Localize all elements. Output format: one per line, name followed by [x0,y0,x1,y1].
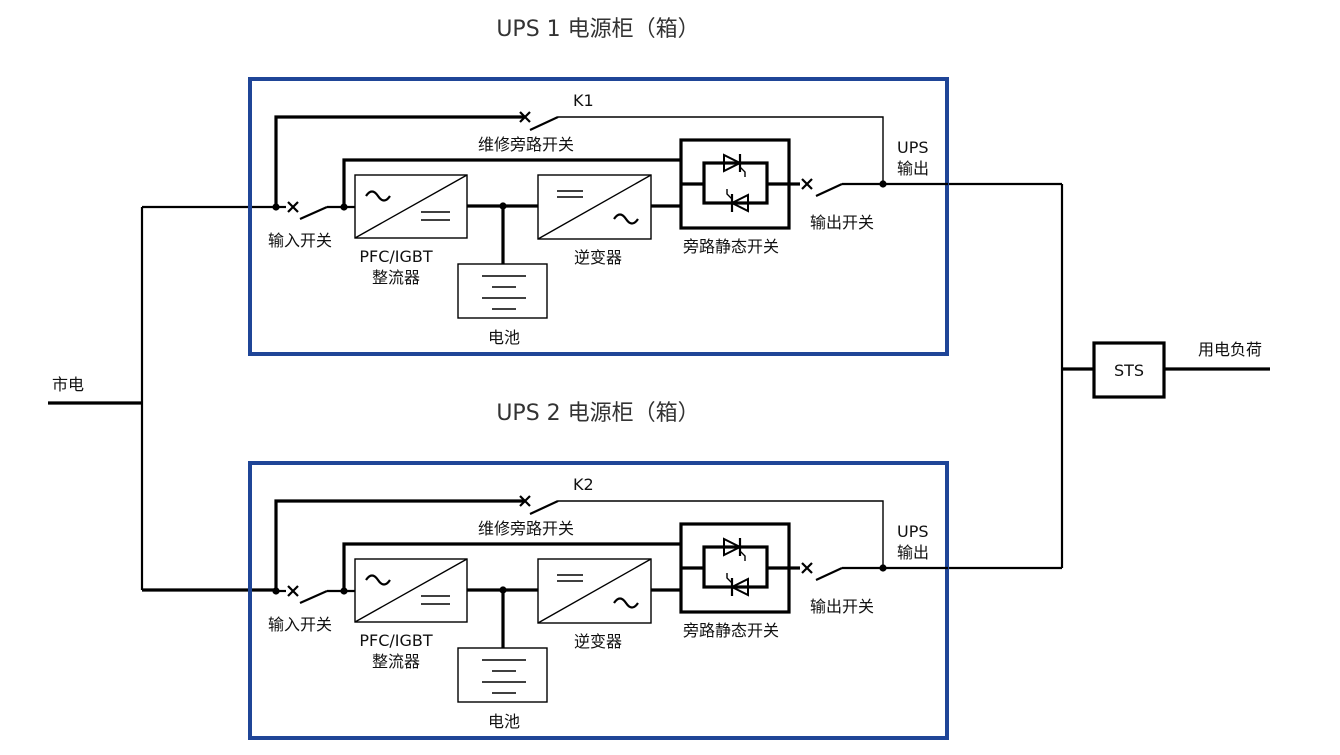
cabinet-title: UPS 2 电源柜（箱） [496,401,699,426]
bypass-switch-x-icon [519,495,531,507]
output-switch-x-icon [801,178,813,190]
input-switch: 输入开关 [268,201,355,250]
thyristor-reverse-icon [726,573,749,597]
input-switch-label: 输入开关 [268,231,332,250]
ups-cabinet-2: UPS 2 电源柜（箱） K2 维修旁路开关 输入开关 [248,401,949,740]
sts-box [1092,341,1166,399]
cabinet-border [248,77,949,356]
thyristor-icon [723,537,746,561]
cabinet-border [248,461,949,740]
bypass-switch-blade [529,500,559,515]
battery-label: 电池 [488,328,520,347]
rectifier: PFC/IGBT 整流器 [354,174,468,287]
bypass-switch-id: K1 [573,91,594,110]
rectifier-label-2: 整流器 [372,652,420,671]
static-bypass-switch: 旁路静态开关 [679,138,791,256]
ups-output-label-2: 输出 [897,543,929,562]
input-switch-x-icon [287,585,299,597]
ups-cabinet-1: UPS 1 电源柜（箱） K1 维修旁路开关 输入开关 [248,17,949,356]
output-switch-label: 输出开关 [810,213,874,232]
ac-wave-icon [365,190,391,202]
output-switch: 输出开关 UPS 输出 [789,522,948,616]
bypass-switch-id: K2 [573,475,594,494]
bypass-switch-label: 维修旁路开关 [478,519,574,538]
static-switch-label: 旁路静态开关 [683,237,779,256]
thyristor-icon [723,153,746,177]
output-bus: STS 用电负荷 [948,182,1270,570]
output-switch-x-icon [801,562,813,574]
maintenance-bypass: K1 维修旁路开关 [274,91,884,207]
bypass-switch-blade [529,116,559,131]
ac-wave-icon [613,213,639,225]
mains-feed: 市电 [48,205,276,592]
inverter: 逆变器 [537,558,652,651]
output-switch: 输出开关 UPS 输出 [789,138,948,232]
static-switch-label: 旁路静态开关 [683,621,779,640]
output-switch-label: 输出开关 [810,597,874,616]
battery: 电池 [457,647,548,731]
rectifier-label-1: PFC/IGBT [359,631,433,650]
input-switch-x-icon [287,201,299,213]
ac-wave-icon [613,597,639,609]
inverter: 逆变器 [537,174,652,267]
rectifier-label-2: 整流器 [372,268,420,287]
static-bypass-feed [342,158,681,207]
inverter-label: 逆变器 [574,632,622,651]
bypass-switch-label: 维修旁路开关 [478,135,574,154]
ups-output-label-2: 输出 [897,159,929,178]
ups-output-label-1: UPS [897,522,929,541]
maintenance-bypass: K2 维修旁路开关 [274,475,884,591]
input-switch: 输入开关 [268,585,355,634]
static-bypass-switch: 旁路静态开关 [679,522,791,640]
rectifier: PFC/IGBT 整流器 [354,558,468,671]
sts-label: STS [1114,361,1144,380]
inverter-label: 逆变器 [574,248,622,267]
bypass-switch-x-icon [519,111,531,123]
ac-wave-icon [365,574,391,586]
battery-label: 电池 [488,712,520,731]
static-bypass-feed [342,542,681,591]
ups-output-label-1: UPS [897,138,929,157]
load-label: 用电负荷 [1198,340,1262,359]
rectifier-label-1: PFC/IGBT [359,247,433,266]
input-switch-label: 输入开关 [268,615,332,634]
thyristor-reverse-icon [726,189,749,213]
mains-label: 市电 [52,375,84,394]
battery: 电池 [457,263,548,347]
cabinet-title: UPS 1 电源柜（箱） [496,17,699,42]
